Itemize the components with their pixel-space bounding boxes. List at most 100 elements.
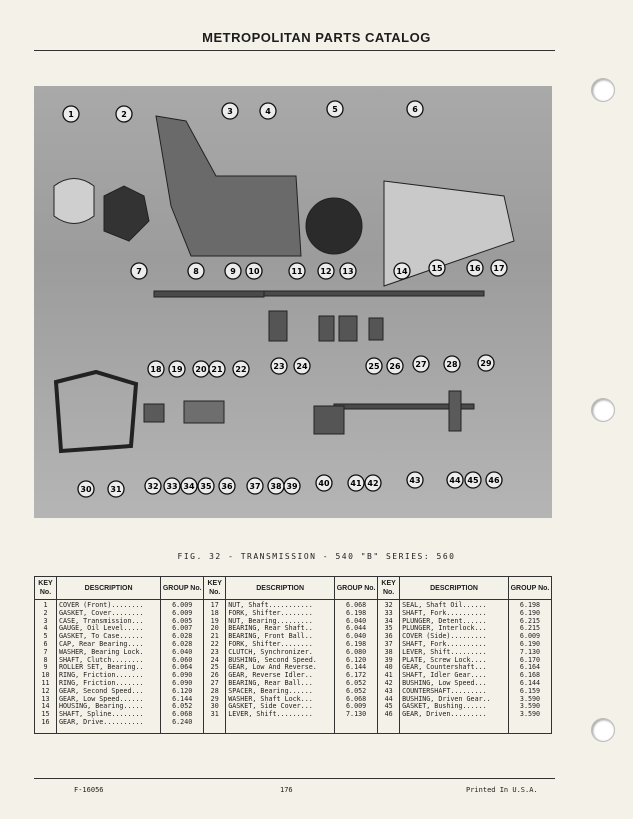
svg-text:12: 12 (320, 267, 331, 276)
key-number: 31 (210, 710, 219, 719)
key-number: 15 (41, 710, 50, 719)
key-number: 10 (41, 671, 50, 680)
key-number: 43 (384, 686, 393, 695)
part-description: BEARING, Rear Shaft.. (228, 624, 313, 633)
description-header: DESCRIPTION (399, 576, 509, 600)
callout-36: 36 (218, 477, 236, 495)
svg-text:18: 18 (150, 365, 162, 374)
callout-28: 28 (443, 355, 461, 373)
group-number: 6.190 (519, 639, 541, 648)
key-number: 2 (43, 608, 48, 617)
key-header: KEY No. (377, 576, 401, 600)
key-number: 16 (41, 717, 50, 726)
part-description: BEARING, Rear Ball... (228, 678, 313, 687)
svg-text:19: 19 (171, 365, 183, 374)
part-description: SHAFT, Clutch........ (59, 655, 144, 664)
key-number: 29 (210, 694, 219, 703)
callout-1: 1 (62, 105, 80, 123)
title-rule (34, 50, 555, 51)
callout-9: 9 (224, 262, 242, 280)
driven-gear-part (448, 390, 462, 432)
key-number: 23 (210, 647, 219, 656)
part-description: HOUSING, Bearing..... (59, 702, 144, 711)
part-description: GEAR, Drive.......... (59, 717, 144, 726)
svg-text:20: 20 (195, 365, 207, 374)
part-description: CLUTCH, Synchronizer. (228, 647, 313, 656)
key-number: 12 (41, 686, 50, 695)
part-description: SHAFT, Spline........ (59, 710, 144, 719)
transmission-case-part (155, 115, 302, 257)
key-number: 9 (43, 663, 48, 672)
group-number: 6.068 (346, 601, 367, 609)
front-cover-part (53, 178, 95, 224)
group-number: 6.028 (172, 639, 193, 648)
part-description: PLUNGER, Interlock... (402, 624, 487, 633)
svg-text:30: 30 (80, 485, 92, 494)
callout-2: 2 (115, 105, 133, 123)
svg-text:28: 28 (446, 360, 458, 369)
svg-text:2: 2 (121, 110, 127, 119)
description-cell: COVER (Front)........GASKET, Cover......… (55, 599, 162, 734)
shift-lever-part (143, 403, 165, 423)
svg-text:37: 37 (249, 482, 260, 491)
part-description: WASHER, Shaft Lock... (228, 694, 313, 703)
group-number: 6.090 (172, 678, 193, 687)
callout-38: 38 (267, 477, 285, 495)
group-number: 6.198 (346, 608, 367, 617)
part-description: RING, Friction....... (59, 678, 144, 687)
callout-44: 44 (446, 471, 464, 489)
key-header: KEY No. (34, 576, 57, 600)
binder-hole (591, 398, 615, 422)
svg-text:36: 36 (221, 482, 233, 491)
part-description: GAUGE, Oil Level..... (59, 624, 144, 633)
svg-text:6: 6 (412, 105, 418, 114)
group-number: 6.170 (519, 655, 541, 664)
part-description: WASHER, Bearing Lock. (59, 647, 144, 656)
callout-46: 46 (485, 471, 503, 489)
description-header: DESCRIPTION (225, 576, 336, 600)
part-description: SHAFT, Fork.......... (402, 639, 487, 648)
group-number: 7.130 (346, 710, 367, 719)
callout-25: 25 (365, 357, 383, 375)
description-cell: SEAL, Shaft Oil......SHAFT, Fork........… (399, 599, 509, 734)
svg-text:15: 15 (431, 264, 443, 273)
group-number: 6.164 (519, 663, 541, 672)
group-number: 6.190 (519, 608, 541, 617)
key-number: 17 (210, 601, 219, 609)
part-description: GEAR, Low Speed...... (59, 694, 144, 703)
svg-text:39: 39 (286, 482, 298, 491)
part-description: BEARING, Front Ball.. (228, 632, 313, 641)
svg-text:41: 41 (350, 479, 362, 488)
part-description: GASKET, To Case...... (59, 632, 144, 641)
part-description: CAP, Rear Bearing.... (59, 639, 144, 648)
part-description: GEAR, Low And Reverse. (228, 663, 317, 672)
callout-4: 4 (259, 102, 277, 120)
countershaft-gear-part (313, 405, 345, 435)
callout-43: 43 (406, 471, 424, 489)
group-number: 6.198 (346, 639, 367, 648)
key-number: 40 (384, 663, 393, 672)
callout-34: 34 (180, 477, 198, 495)
group-number: 6.064 (172, 663, 193, 672)
callout-23: 23 (270, 357, 288, 375)
svg-text:21: 21 (211, 365, 223, 374)
group-number: 6.215 (519, 616, 541, 625)
svg-text:16: 16 (469, 264, 481, 273)
callout-26: 26 (386, 357, 404, 375)
key-number: 27 (210, 678, 219, 687)
key-number: 44 (384, 694, 393, 703)
callout-19: 19 (168, 360, 186, 378)
group-number: 6.144 (519, 678, 541, 687)
parts-table: KEY No. DESCRIPTION GROUP No. KEY No. DE… (34, 576, 552, 734)
svg-text:3: 3 (227, 107, 233, 116)
key-number: 34 (384, 616, 393, 625)
part-description: PLUNGER, Detent...... (402, 616, 487, 625)
callout-6: 6 (406, 100, 424, 118)
key-number: 21 (210, 632, 219, 641)
callout-10: 10 (245, 262, 263, 280)
part-description: GEAR, Reverse Idler.. (228, 671, 313, 680)
key-number: 20 (210, 624, 219, 633)
